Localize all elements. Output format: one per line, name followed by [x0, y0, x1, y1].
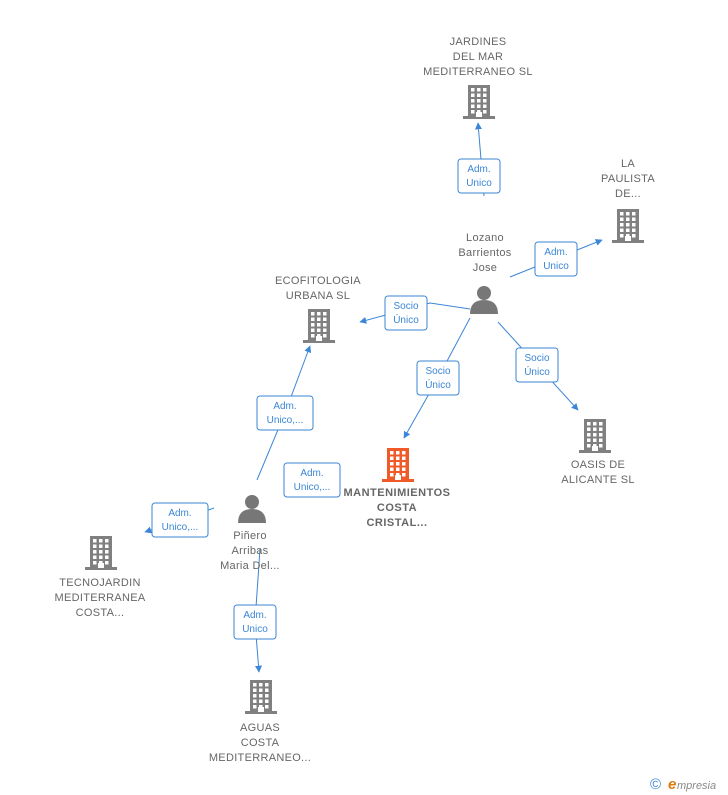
node-label-line: MEDITERRANEO SL: [423, 66, 533, 78]
building-icon: [382, 448, 414, 482]
relation-label: Único: [524, 365, 550, 378]
person-icon: [238, 495, 266, 523]
relation-label: Adm.: [168, 508, 191, 519]
node-label-line: Piñero: [233, 530, 267, 542]
node-label-line: COSTA: [241, 737, 280, 749]
relation-label: Unico,...: [267, 415, 304, 426]
relation-label: Adm.: [467, 164, 490, 175]
node-label-line: OASIS DE: [571, 459, 625, 471]
relation-label: Único: [393, 313, 419, 326]
copyright-symbol: ©: [650, 776, 661, 793]
relation-badge[interactable]: Adm. Unico,...: [151, 502, 209, 538]
relation-label: Socio: [524, 353, 549, 364]
person-icon: [470, 286, 498, 314]
building-icon: [612, 209, 644, 243]
relation-badge[interactable]: Adm. Unico: [457, 158, 501, 194]
node-label-line: MANTENIMIENTOS: [343, 487, 450, 499]
node-tecnojardin[interactable]: TECNOJARDIN MEDITERRANEA COSTA...: [55, 536, 146, 619]
relation-label: Adm.: [273, 401, 296, 412]
relation-label: Unico: [242, 624, 268, 635]
node-label-line: Lozano: [466, 232, 504, 244]
node-label-line: ECOFITOLOGIA: [275, 275, 361, 287]
node-paulista[interactable]: LA PAULISTA DE...: [601, 158, 655, 243]
node-jardines[interactable]: JARDINES DEL MAR MEDITERRANEO SL: [423, 36, 533, 119]
relation-badge[interactable]: Adm. Unico,...: [283, 462, 341, 498]
building-icon: [303, 309, 335, 343]
node-ecofitologia[interactable]: ECOFITOLOGIA URBANA SL: [275, 275, 361, 343]
building-icon: [85, 536, 117, 570]
node-label-line: COSTA...: [76, 607, 125, 619]
building-icon: [579, 419, 611, 453]
node-label-line: MEDITERRANEO...: [209, 752, 311, 764]
node-label-line: JARDINES: [450, 36, 507, 48]
node-label-line: CRISTAL...: [366, 517, 427, 529]
relation-badge[interactable]: Adm. Unico: [233, 604, 277, 640]
node-label-line: Maria Del...: [220, 560, 280, 572]
relation-label: Unico,...: [294, 482, 331, 493]
brand-name: mpresia: [677, 780, 716, 792]
node-aguas[interactable]: AGUAS COSTA MEDITERRANEO...: [209, 680, 311, 764]
nodes-layer: JARDINES DEL MAR MEDITERRANEO SL LA PAULISTA…: [55, 36, 656, 764]
relation-badge[interactable]: Adm. Unico,...: [256, 395, 314, 431]
relation-badge[interactable]: Adm. Unico: [534, 241, 578, 277]
edge-lozano-to-ecofitologia: [359, 302, 471, 324]
edges-layer: [144, 122, 603, 673]
relation-label: Adm.: [544, 247, 567, 258]
brand-initial: e: [668, 776, 676, 793]
relation-label: Unico: [543, 261, 569, 272]
node-oasis[interactable]: OASIS DE ALICANTE SL: [561, 419, 635, 486]
relation-label: Unico: [466, 178, 492, 189]
footer-brand[interactable]: © e mpresia: [650, 776, 716, 793]
badges-layer: Adm.UnicoAdm.UnicoSocioÚnicoSocioÚnicoSo…: [151, 158, 578, 640]
node-label-line: Jose: [473, 262, 497, 274]
node-label-line: Barrientos: [458, 247, 511, 259]
relation-label: Adm.: [243, 610, 266, 621]
node-label-line: LA: [621, 158, 635, 170]
node-label-line: Arribas: [232, 545, 269, 557]
node-label-line: PAULISTA: [601, 173, 655, 185]
node-label-line: ALICANTE SL: [561, 474, 635, 486]
building-icon: [463, 85, 495, 119]
relation-label: Socio: [425, 366, 450, 377]
relation-label: Unico,...: [162, 522, 199, 533]
node-label-line: AGUAS: [240, 722, 280, 734]
node-label-line: URBANA SL: [286, 290, 350, 302]
relation-label: Único: [425, 378, 451, 391]
node-mantenimientos[interactable]: MANTENIMIENTOS COSTA CRISTAL...: [343, 448, 450, 529]
node-label-line: MEDITERRANEA: [55, 592, 146, 604]
relation-label: Socio: [393, 301, 418, 312]
relation-label: Adm.: [300, 468, 323, 479]
building-icon: [245, 680, 277, 714]
node-label-line: COSTA: [377, 502, 417, 514]
node-label-line: DEL MAR: [453, 51, 504, 63]
node-label-line: TECNOJARDIN: [59, 577, 141, 589]
node-label-line: DE...: [615, 188, 641, 200]
